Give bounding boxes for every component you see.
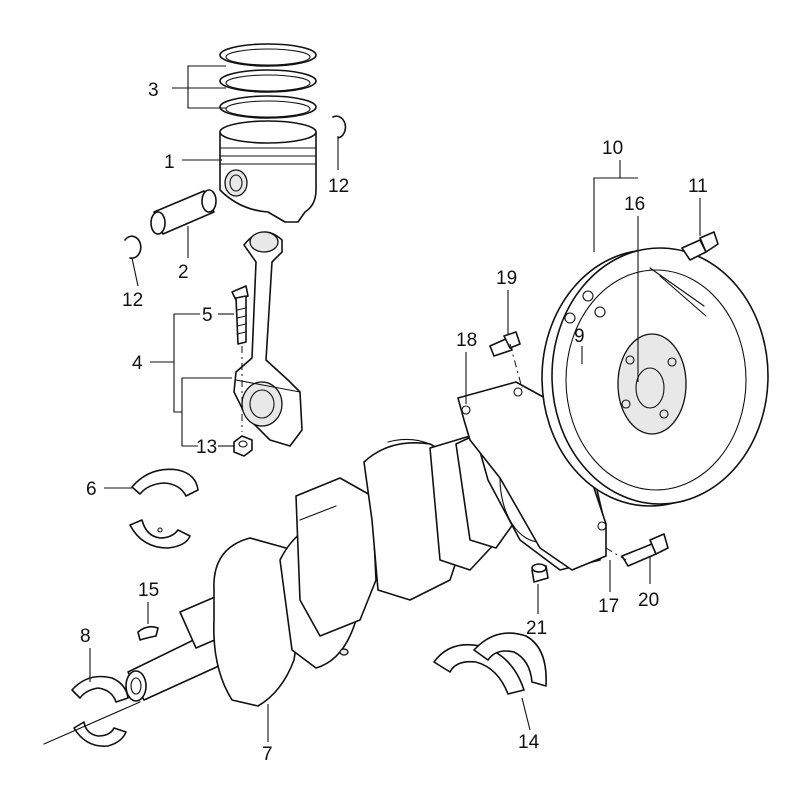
leader-lines: [89, 65, 701, 742]
callout-14: 14: [518, 732, 540, 753]
piston: [219, 120, 317, 223]
callout-20: 20: [638, 590, 659, 611]
callout-5: 5: [202, 305, 213, 326]
snap-ring-left: [124, 235, 142, 260]
callout-3: 3: [148, 80, 159, 101]
connecting-rod-nut: [233, 435, 253, 457]
callout-7: 7: [262, 744, 273, 765]
callout-19: 19: [496, 268, 517, 289]
callout-18: 18: [456, 330, 477, 351]
callout-labels: 3 1 12 2 12 5 4 13 6 15 8 7 10 16 11 19 …: [80, 80, 708, 765]
piston-rings: [219, 43, 317, 119]
main-bearing: [43, 675, 141, 747]
callout-15: 15: [138, 580, 159, 601]
gasket-bolt: [605, 533, 669, 567]
thrust-washers: [433, 632, 547, 695]
callout-11: 11: [688, 176, 708, 197]
callout-9: 9: [574, 326, 585, 347]
dowel-pin: [531, 563, 549, 583]
flywheel-bolt: [681, 231, 719, 261]
callout-6: 6: [86, 479, 97, 500]
callout-16: 16: [624, 194, 645, 215]
callout-17: 17: [598, 596, 619, 617]
woodruff-key: [137, 625, 159, 641]
seal-housing-bolt: [489, 331, 523, 389]
snap-ring-right: [332, 115, 347, 139]
callout-2: 2: [178, 262, 189, 283]
connecting-rod: [233, 231, 303, 447]
callout-1: 1: [164, 152, 175, 173]
connecting-rod-bolt: [231, 285, 249, 432]
crankshaft: [125, 427, 539, 707]
callout-8: 8: [80, 626, 91, 647]
callout-12-right: 12: [328, 176, 349, 197]
callout-12-left: 12: [122, 290, 143, 311]
callout-13: 13: [196, 437, 217, 458]
callout-4: 4: [132, 353, 143, 374]
callout-21: 21: [526, 618, 547, 639]
flywheel: [541, 247, 769, 507]
connecting-rod-bearing: [129, 468, 199, 549]
piston-pin: [150, 189, 217, 235]
callout-10: 10: [602, 138, 623, 159]
